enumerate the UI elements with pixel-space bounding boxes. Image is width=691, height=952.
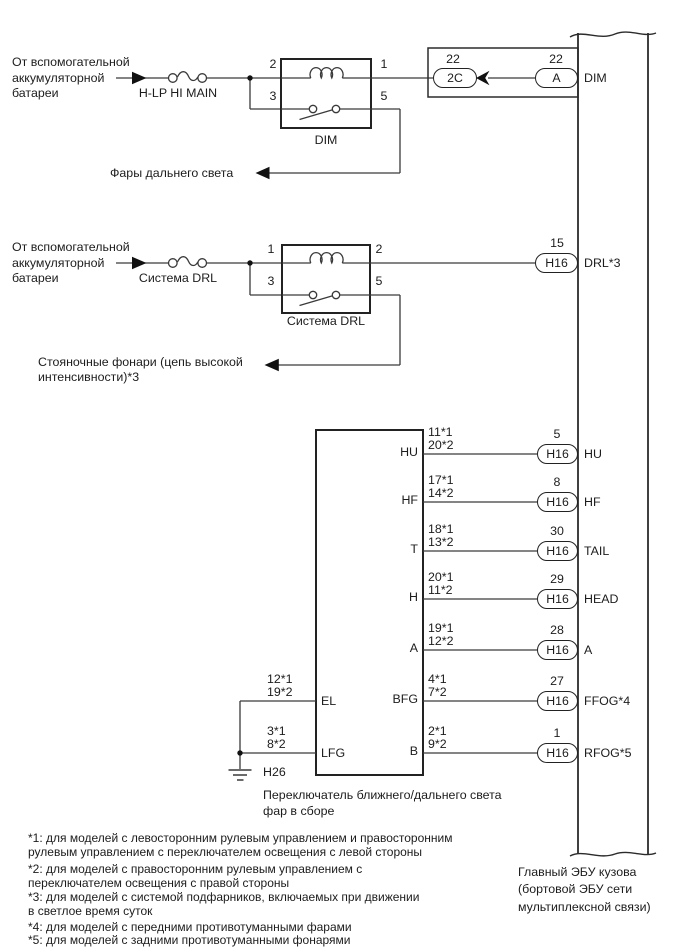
- ecu-outline: [569, 31, 657, 857]
- battery-source-label-drl: От вспомогательной аккумуляторной батаре…: [12, 240, 130, 287]
- ecu-pin-label: A: [584, 643, 593, 657]
- relay-pin-number: 1: [380, 57, 388, 71]
- connector-pill-h16: H16: [537, 640, 578, 660]
- connector-pill-h16: H16: [537, 492, 578, 512]
- ecu-pin-label: HU: [584, 447, 602, 461]
- relay-pin-number: 2: [269, 57, 277, 71]
- connector-terminal-number: 27: [550, 674, 564, 688]
- connector-terminal-number: 5: [553, 427, 561, 441]
- switch-pin-label: BFG: [392, 692, 418, 706]
- component-name-headlight-switch: Переключатель ближнего/дальнего света фа…: [263, 788, 502, 818]
- switch-pin-label: HF: [401, 493, 418, 507]
- battery-source-line: От вспомогательной: [12, 55, 130, 69]
- ecu-pin-label: FFOG*4: [584, 694, 631, 708]
- wire-label-pair: 2*1 9*2: [428, 724, 447, 751]
- switch-pin-label: HU: [400, 445, 418, 459]
- wire-label-pair: 20*1 11*2: [428, 570, 454, 597]
- ecu-pin-label-drl: DRL*3: [584, 256, 621, 270]
- output-label-parking-lights: Стояночные фонари (цепь высокой интенсив…: [38, 355, 243, 384]
- battery-source-label-dim: От вспомогательной аккумуляторной батаре…: [12, 55, 130, 102]
- fuse-label-drl: Система DRL: [138, 271, 218, 285]
- footnote-line: в светлое время суток: [28, 904, 153, 918]
- ecu-caption: Главный ЭБУ кузова (бортовой ЭБУ сети му…: [518, 865, 651, 914]
- ecu-pin-label: HF: [584, 495, 601, 509]
- battery-source-line: батареи: [12, 271, 59, 285]
- ecu-pin-label-dim: DIM: [584, 71, 607, 85]
- connector-terminal-number: 30: [550, 524, 564, 538]
- wire-label-pair: 12*1 19*2: [267, 672, 293, 699]
- connector-terminal-number: 22: [549, 52, 563, 66]
- battery-source-line: От вспомогательной: [12, 240, 130, 254]
- switch-pin-label: LFG: [321, 746, 346, 760]
- switch-pin-label: T: [410, 542, 418, 556]
- connector-terminal-number: 22: [446, 52, 460, 66]
- connector-terminal-number: 1: [553, 726, 561, 740]
- relay-pin-number: 1: [267, 242, 275, 256]
- switch-pin-label: H: [409, 590, 418, 604]
- battery-source-line: аккумуляторной: [12, 255, 105, 270]
- connector-pill-h16: H16: [537, 691, 578, 711]
- footnote-line: *2: для моделей с правосторонним рулевым…: [28, 862, 363, 876]
- relay-label-dim: DIM: [314, 133, 338, 147]
- connector-pill-2c: 2C: [433, 68, 477, 88]
- relay-pin-number: 2: [375, 242, 383, 256]
- footnote-line: *4: для моделей с передними противотуман…: [28, 920, 352, 934]
- switch-pin-label: B: [409, 744, 418, 758]
- wire-label-pair: 3*1 8*2: [267, 724, 286, 751]
- wire-label-pair: 17*1 14*2: [428, 473, 454, 500]
- drl-circuit-arrows: [132, 256, 279, 372]
- switch-pin-label: EL: [321, 694, 337, 708]
- footnote-line: рулевым управлением с переключателем осв…: [28, 845, 423, 859]
- connector-pill-a: A: [535, 68, 578, 88]
- relay-label-drl: Система DRL: [286, 314, 366, 328]
- connector-terminal-number: 28: [550, 623, 564, 637]
- connector-pill-h16: H16: [537, 541, 578, 561]
- relay-pin-number: 3: [269, 89, 277, 103]
- drl-circuit-wires: [116, 244, 535, 366]
- switch-pin-label: A: [409, 641, 418, 655]
- battery-source-line: аккумуляторной: [12, 70, 105, 85]
- wire-label-pair: 4*1 7*2: [428, 672, 447, 699]
- wire-label-pair: 19*1 12*2: [428, 621, 454, 648]
- footnote-line: *5: для моделей с задними противотуманны…: [28, 933, 351, 947]
- relay-pin-number: 3: [267, 274, 275, 288]
- output-line: Стояночные фонари (цепь высокой: [38, 355, 243, 369]
- ecu-pin-label: TAIL: [584, 544, 610, 558]
- footnote-line: *3: для моделей с системой подфарников, …: [28, 890, 420, 904]
- connector-terminal-number: 15: [550, 236, 564, 250]
- relay-pin-number: 5: [380, 89, 388, 103]
- ecu-pin-label: HEAD: [584, 592, 619, 606]
- switch-block-dots: [237, 750, 243, 756]
- wire-label-pair: 18*1 13*2: [428, 522, 454, 549]
- battery-source-line: батареи: [12, 86, 59, 100]
- connector-pill-h16: H16: [537, 444, 578, 464]
- output-label-high-beam: Фары дальнего света: [110, 166, 234, 180]
- output-line: интенсивности)*3: [38, 369, 140, 384]
- dim-circuit-arrows: [132, 70, 490, 180]
- footnote-line: *1: для моделей с левосторонним рулевым …: [28, 831, 453, 845]
- relay-pin-number: 5: [375, 274, 383, 288]
- fuse-label-hlp-hi-main: H-LP HI MAIN: [138, 86, 218, 100]
- footnote-line: переключателем освещения с правой сторон…: [28, 876, 290, 890]
- wire-label-pair: 11*1 20*2: [428, 425, 454, 452]
- connector-terminal-number: 8: [553, 475, 561, 489]
- switch-block-wires: [228, 429, 537, 781]
- dim-circuit-wires: [116, 47, 579, 174]
- connector-terminal-number: 29: [550, 572, 564, 586]
- connector-pill-h16: H16: [537, 589, 578, 609]
- connector-pill-h16: H16: [535, 253, 578, 273]
- component-code-h26: H26: [263, 765, 286, 779]
- ecu-pin-label: RFOG*5: [584, 746, 632, 760]
- connector-pill-h16: H16: [537, 743, 578, 763]
